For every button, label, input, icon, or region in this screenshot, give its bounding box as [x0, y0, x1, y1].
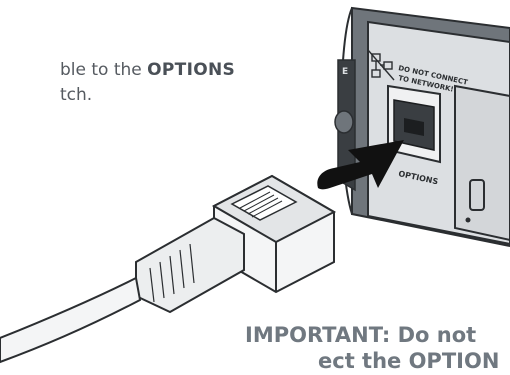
insert-arrow-icon [317, 140, 404, 190]
cable-wire [0, 276, 142, 364]
plug-contacts [239, 191, 283, 218]
important-note-line1: IMPORTANT: Do not [245, 323, 477, 347]
important-note-line2: ect the OPTION [318, 349, 500, 373]
instruction-emphasis: OPTIONS [147, 60, 236, 80]
device-side-label: E [342, 67, 348, 77]
instruction-line2: tch. [60, 85, 93, 105]
usb-port-panel [454, 84, 510, 242]
instruction-prefix: ble to the [60, 60, 142, 80]
cable-boot [135, 216, 245, 314]
instruction-text: ble to the OPTIONS tch. [60, 58, 290, 108]
no-network-icon [367, 49, 395, 81]
